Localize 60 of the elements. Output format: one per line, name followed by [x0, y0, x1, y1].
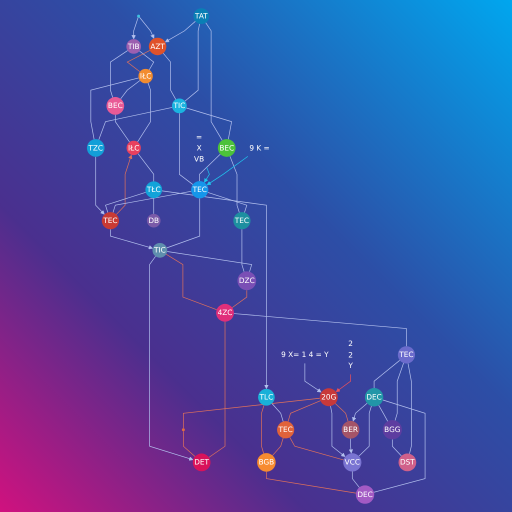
connector [114, 114, 130, 142]
connector [242, 228, 244, 272]
connector [153, 198, 154, 214]
connector [98, 107, 172, 140]
arrow [162, 190, 269, 390]
connector [394, 362, 404, 421]
arrow [304, 362, 322, 392]
connector [166, 198, 200, 248]
connector [183, 430, 196, 457]
connector [352, 471, 360, 488]
connector [374, 360, 400, 388]
connector [234, 313, 407, 347]
connector [183, 398, 320, 429]
connector [266, 471, 356, 494]
connector [162, 52, 176, 100]
connector [272, 403, 284, 422]
connector [90, 78, 140, 140]
connector [205, 22, 223, 141]
connector [199, 154, 221, 182]
arrow [149, 256, 194, 461]
arrow [164, 20, 196, 42]
connector [392, 439, 402, 456]
arrow [116, 154, 132, 215]
arrow [352, 402, 368, 422]
connector [232, 290, 248, 308]
connector [261, 404, 264, 454]
connector [137, 82, 151, 142]
connector [110, 50, 128, 98]
arrow [206, 156, 248, 186]
arrow [348, 438, 354, 454]
arrow [132, 17, 138, 40]
arrow [330, 406, 346, 457]
connector [378, 404, 388, 422]
connector [208, 321, 226, 458]
connector [179, 112, 194, 185]
connector [374, 400, 426, 493]
connector [208, 192, 248, 213]
connector [139, 50, 154, 70]
connector [288, 400, 321, 422]
connector [184, 24, 200, 102]
connector [230, 156, 240, 213]
arrow [336, 374, 351, 392]
node-circle [182, 428, 185, 432]
connector [120, 80, 140, 100]
connector [166, 251, 252, 272]
connector [186, 108, 232, 140]
arrow [204, 167, 210, 183]
connector [408, 362, 412, 454]
connector [334, 403, 348, 422]
connector [138, 153, 154, 182]
arrow [139, 16, 154, 39]
arrow [95, 156, 105, 215]
arrow [110, 228, 153, 250]
connector [272, 438, 284, 456]
connector [289, 436, 344, 460]
connector [166, 254, 218, 310]
connector [112, 190, 192, 213]
node-circle [137, 14, 140, 18]
connector [105, 192, 146, 213]
connector [358, 406, 372, 456]
